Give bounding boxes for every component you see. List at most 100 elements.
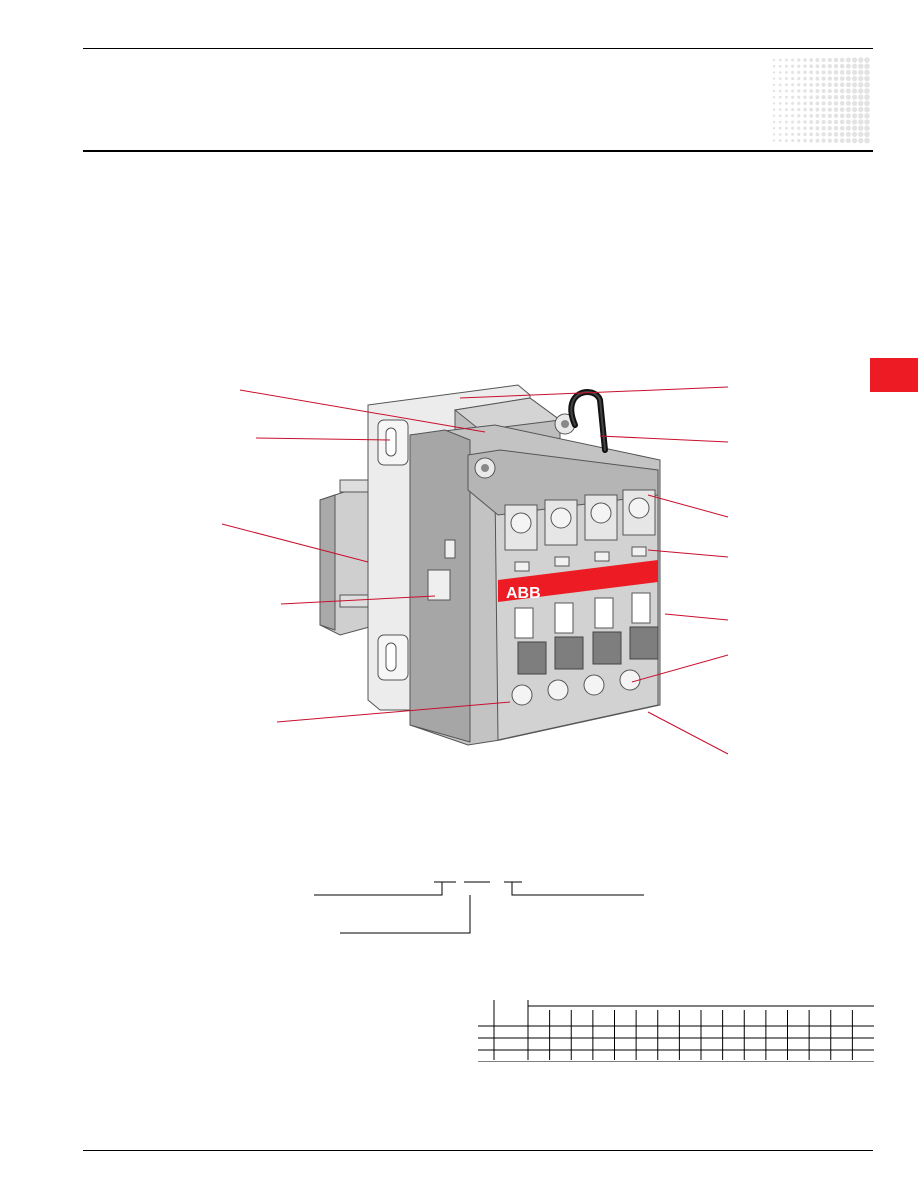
pattern-dot bbox=[809, 126, 814, 131]
pattern-dot bbox=[852, 125, 858, 131]
pattern-dot bbox=[791, 126, 795, 130]
pattern-dot bbox=[864, 57, 870, 63]
pattern-dot bbox=[821, 64, 826, 69]
pattern-dot bbox=[839, 57, 845, 63]
pattern-dot bbox=[827, 70, 832, 75]
pattern-dot bbox=[827, 107, 832, 112]
pattern-dot bbox=[827, 113, 832, 118]
pattern-dot bbox=[833, 70, 839, 75]
pattern-dot bbox=[833, 94, 839, 100]
marker-slots bbox=[514, 546, 647, 572]
pattern-dot bbox=[839, 113, 845, 119]
pattern-dot bbox=[864, 100, 870, 107]
pattern-dot bbox=[815, 107, 820, 112]
pattern-dot bbox=[833, 76, 839, 81]
pattern-dot bbox=[858, 69, 864, 76]
pattern-dot bbox=[821, 76, 826, 81]
pattern-dot bbox=[839, 138, 845, 143]
pattern-dot bbox=[839, 101, 845, 106]
pattern-dot bbox=[797, 95, 801, 99]
pattern-dot bbox=[839, 82, 845, 88]
header-bottom-rule bbox=[83, 150, 873, 152]
pattern-dot bbox=[852, 107, 858, 113]
pattern-dot bbox=[839, 94, 845, 100]
pattern-dot bbox=[839, 70, 845, 75]
pattern-dot bbox=[845, 119, 851, 125]
pattern-dot bbox=[858, 131, 864, 138]
pattern-dot bbox=[772, 71, 776, 74]
pattern-dot bbox=[864, 125, 870, 131]
pattern-dot bbox=[864, 69, 870, 76]
pattern-dot bbox=[809, 64, 814, 69]
pattern-dot bbox=[858, 63, 864, 69]
pattern-dot bbox=[833, 82, 839, 88]
pattern-dot bbox=[772, 83, 776, 86]
pattern-dot bbox=[852, 76, 858, 82]
pattern-dot bbox=[784, 77, 788, 81]
pattern-dot bbox=[833, 88, 839, 94]
pattern-dot bbox=[864, 113, 870, 119]
pattern-dot bbox=[809, 58, 814, 62]
pattern-dot bbox=[858, 113, 864, 119]
pattern-dot bbox=[821, 95, 826, 100]
pattern-dot bbox=[797, 76, 801, 81]
pattern-dot bbox=[852, 94, 858, 100]
pattern-dot bbox=[791, 139, 795, 143]
pattern-dot bbox=[784, 83, 788, 87]
pattern-dot bbox=[772, 108, 776, 111]
pattern-dot bbox=[864, 88, 870, 94]
pattern-dot bbox=[858, 125, 864, 131]
pattern-dot bbox=[778, 133, 782, 136]
section-tab-marker bbox=[870, 358, 918, 392]
pattern-dot bbox=[833, 119, 839, 125]
pattern-dot bbox=[852, 138, 858, 144]
pattern-dot bbox=[778, 114, 782, 118]
pattern-dot bbox=[845, 138, 851, 144]
pattern-dot bbox=[772, 133, 776, 136]
pattern-dot bbox=[833, 113, 839, 119]
pattern-dot bbox=[833, 101, 839, 106]
pattern-dot bbox=[858, 88, 864, 94]
pattern-dot bbox=[864, 119, 870, 125]
pattern-dot bbox=[821, 88, 826, 94]
terminal-covers bbox=[517, 626, 659, 675]
pattern-dot bbox=[784, 70, 788, 74]
pattern-dot bbox=[821, 113, 826, 118]
pattern-dot bbox=[827, 88, 832, 94]
pattern-dot bbox=[845, 107, 851, 113]
pattern-dot bbox=[827, 126, 832, 131]
pattern-dot bbox=[839, 125, 845, 131]
pattern-dot bbox=[827, 101, 832, 106]
pattern-dot bbox=[809, 138, 814, 143]
pattern-dot bbox=[845, 69, 851, 75]
pattern-dot bbox=[797, 64, 801, 68]
pattern-dot bbox=[827, 119, 832, 125]
pattern-dot bbox=[791, 64, 795, 68]
pattern-dot bbox=[797, 101, 801, 106]
pattern-dot bbox=[845, 100, 851, 106]
pattern-dot bbox=[827, 57, 832, 63]
pattern-dot bbox=[797, 58, 801, 62]
pattern-dot bbox=[858, 75, 864, 82]
pattern-dot bbox=[845, 57, 851, 63]
contactor-illustration: ABB bbox=[319, 384, 661, 746]
pattern-dot bbox=[864, 75, 870, 82]
pattern-dot bbox=[778, 64, 782, 68]
spec-table-grid bbox=[478, 1000, 874, 1062]
pattern-dot bbox=[784, 114, 788, 118]
pattern-dot bbox=[791, 95, 795, 99]
lower-main-terminals bbox=[511, 669, 641, 706]
pattern-dot bbox=[815, 89, 820, 93]
pattern-dot bbox=[827, 138, 832, 143]
pattern-dot bbox=[827, 76, 832, 81]
pattern-dot bbox=[815, 70, 820, 75]
brand-stripe: ABB bbox=[498, 560, 658, 602]
pattern-dot bbox=[845, 76, 851, 82]
pattern-dot bbox=[803, 64, 807, 68]
pattern-dot bbox=[821, 107, 826, 112]
pattern-dot bbox=[803, 83, 807, 87]
pattern-dot bbox=[815, 138, 820, 143]
pattern-dot bbox=[827, 95, 832, 100]
pattern-dot bbox=[864, 82, 870, 88]
pattern-dot bbox=[815, 64, 820, 69]
